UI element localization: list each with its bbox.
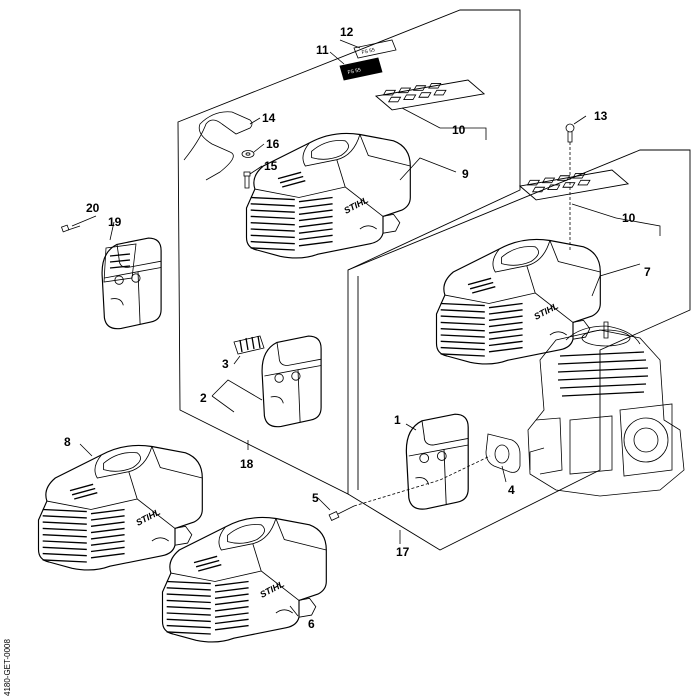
plate-text: FS 55 bbox=[347, 67, 362, 76]
muffler-2 bbox=[261, 335, 322, 428]
model-plate-12: FS 55 bbox=[353, 39, 397, 59]
callout-7: 7 bbox=[644, 265, 651, 279]
screw-13 bbox=[565, 123, 575, 143]
model-plate-11: FS 55 bbox=[339, 57, 383, 81]
callout-1: 1 bbox=[394, 413, 401, 427]
screw-5 bbox=[328, 505, 355, 521]
group-frame-17 bbox=[347, 149, 691, 551]
callout-10-top: 10 bbox=[452, 123, 466, 137]
muffler-19-assembly bbox=[101, 237, 162, 330]
callout-18: 18 bbox=[240, 457, 254, 471]
callout-19: 19 bbox=[108, 215, 122, 229]
engine-hood-6: STIHL bbox=[161, 516, 327, 643]
callout-8: 8 bbox=[64, 435, 71, 449]
callout-16: 16 bbox=[266, 137, 280, 151]
callout-13: 13 bbox=[594, 109, 608, 123]
gasket-4 bbox=[485, 433, 521, 473]
screw-20 bbox=[60, 224, 81, 233]
callout-11: 11 bbox=[316, 43, 329, 57]
screw-15 bbox=[243, 171, 251, 189]
callout-17: 17 bbox=[396, 545, 410, 559]
callout-9: 9 bbox=[462, 167, 469, 181]
callout-20: 20 bbox=[86, 201, 100, 215]
callout-15: 15 bbox=[264, 159, 278, 173]
spark-arrestor-3 bbox=[233, 335, 265, 355]
callout-6: 6 bbox=[308, 617, 315, 631]
washer-16 bbox=[241, 150, 255, 158]
callout-14: 14 bbox=[262, 111, 276, 125]
plate-text: FS 55 bbox=[361, 47, 376, 56]
assembly-line bbox=[353, 455, 491, 507]
engine-hood-9: STIHL bbox=[245, 132, 411, 259]
decal-10-top bbox=[375, 79, 485, 111]
callout-4: 4 bbox=[508, 483, 515, 497]
callout-10-right: 10 bbox=[622, 211, 636, 225]
callout-5: 5 bbox=[312, 491, 319, 505]
engine-hood-8: STIHL bbox=[37, 444, 203, 571]
wire-clip-14 bbox=[183, 111, 253, 181]
callout-12: 12 bbox=[340, 25, 354, 39]
group-frame-18 bbox=[177, 9, 521, 495]
leader-lines bbox=[71, 39, 661, 617]
decal-10-right bbox=[519, 169, 629, 201]
callout-3: 3 bbox=[222, 357, 229, 371]
drawing-code: 4180-GET-0008 bbox=[3, 639, 12, 696]
muffler-1 bbox=[405, 413, 469, 510]
callout-2: 2 bbox=[200, 391, 207, 405]
engine-hood-7: STIHL bbox=[435, 238, 601, 365]
engine-block bbox=[527, 321, 685, 497]
